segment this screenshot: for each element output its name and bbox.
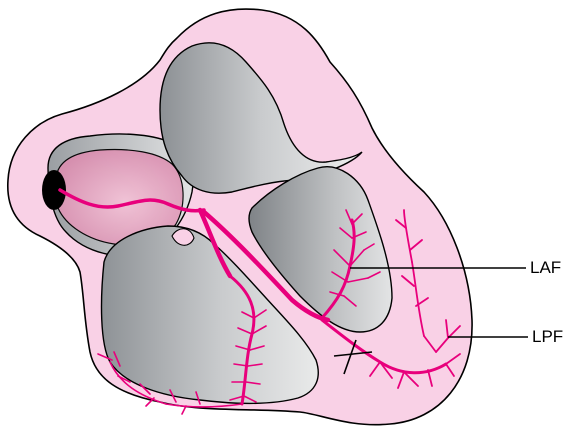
lpf-label: LPF [532,328,563,345]
laf-label: LAF [530,259,561,276]
